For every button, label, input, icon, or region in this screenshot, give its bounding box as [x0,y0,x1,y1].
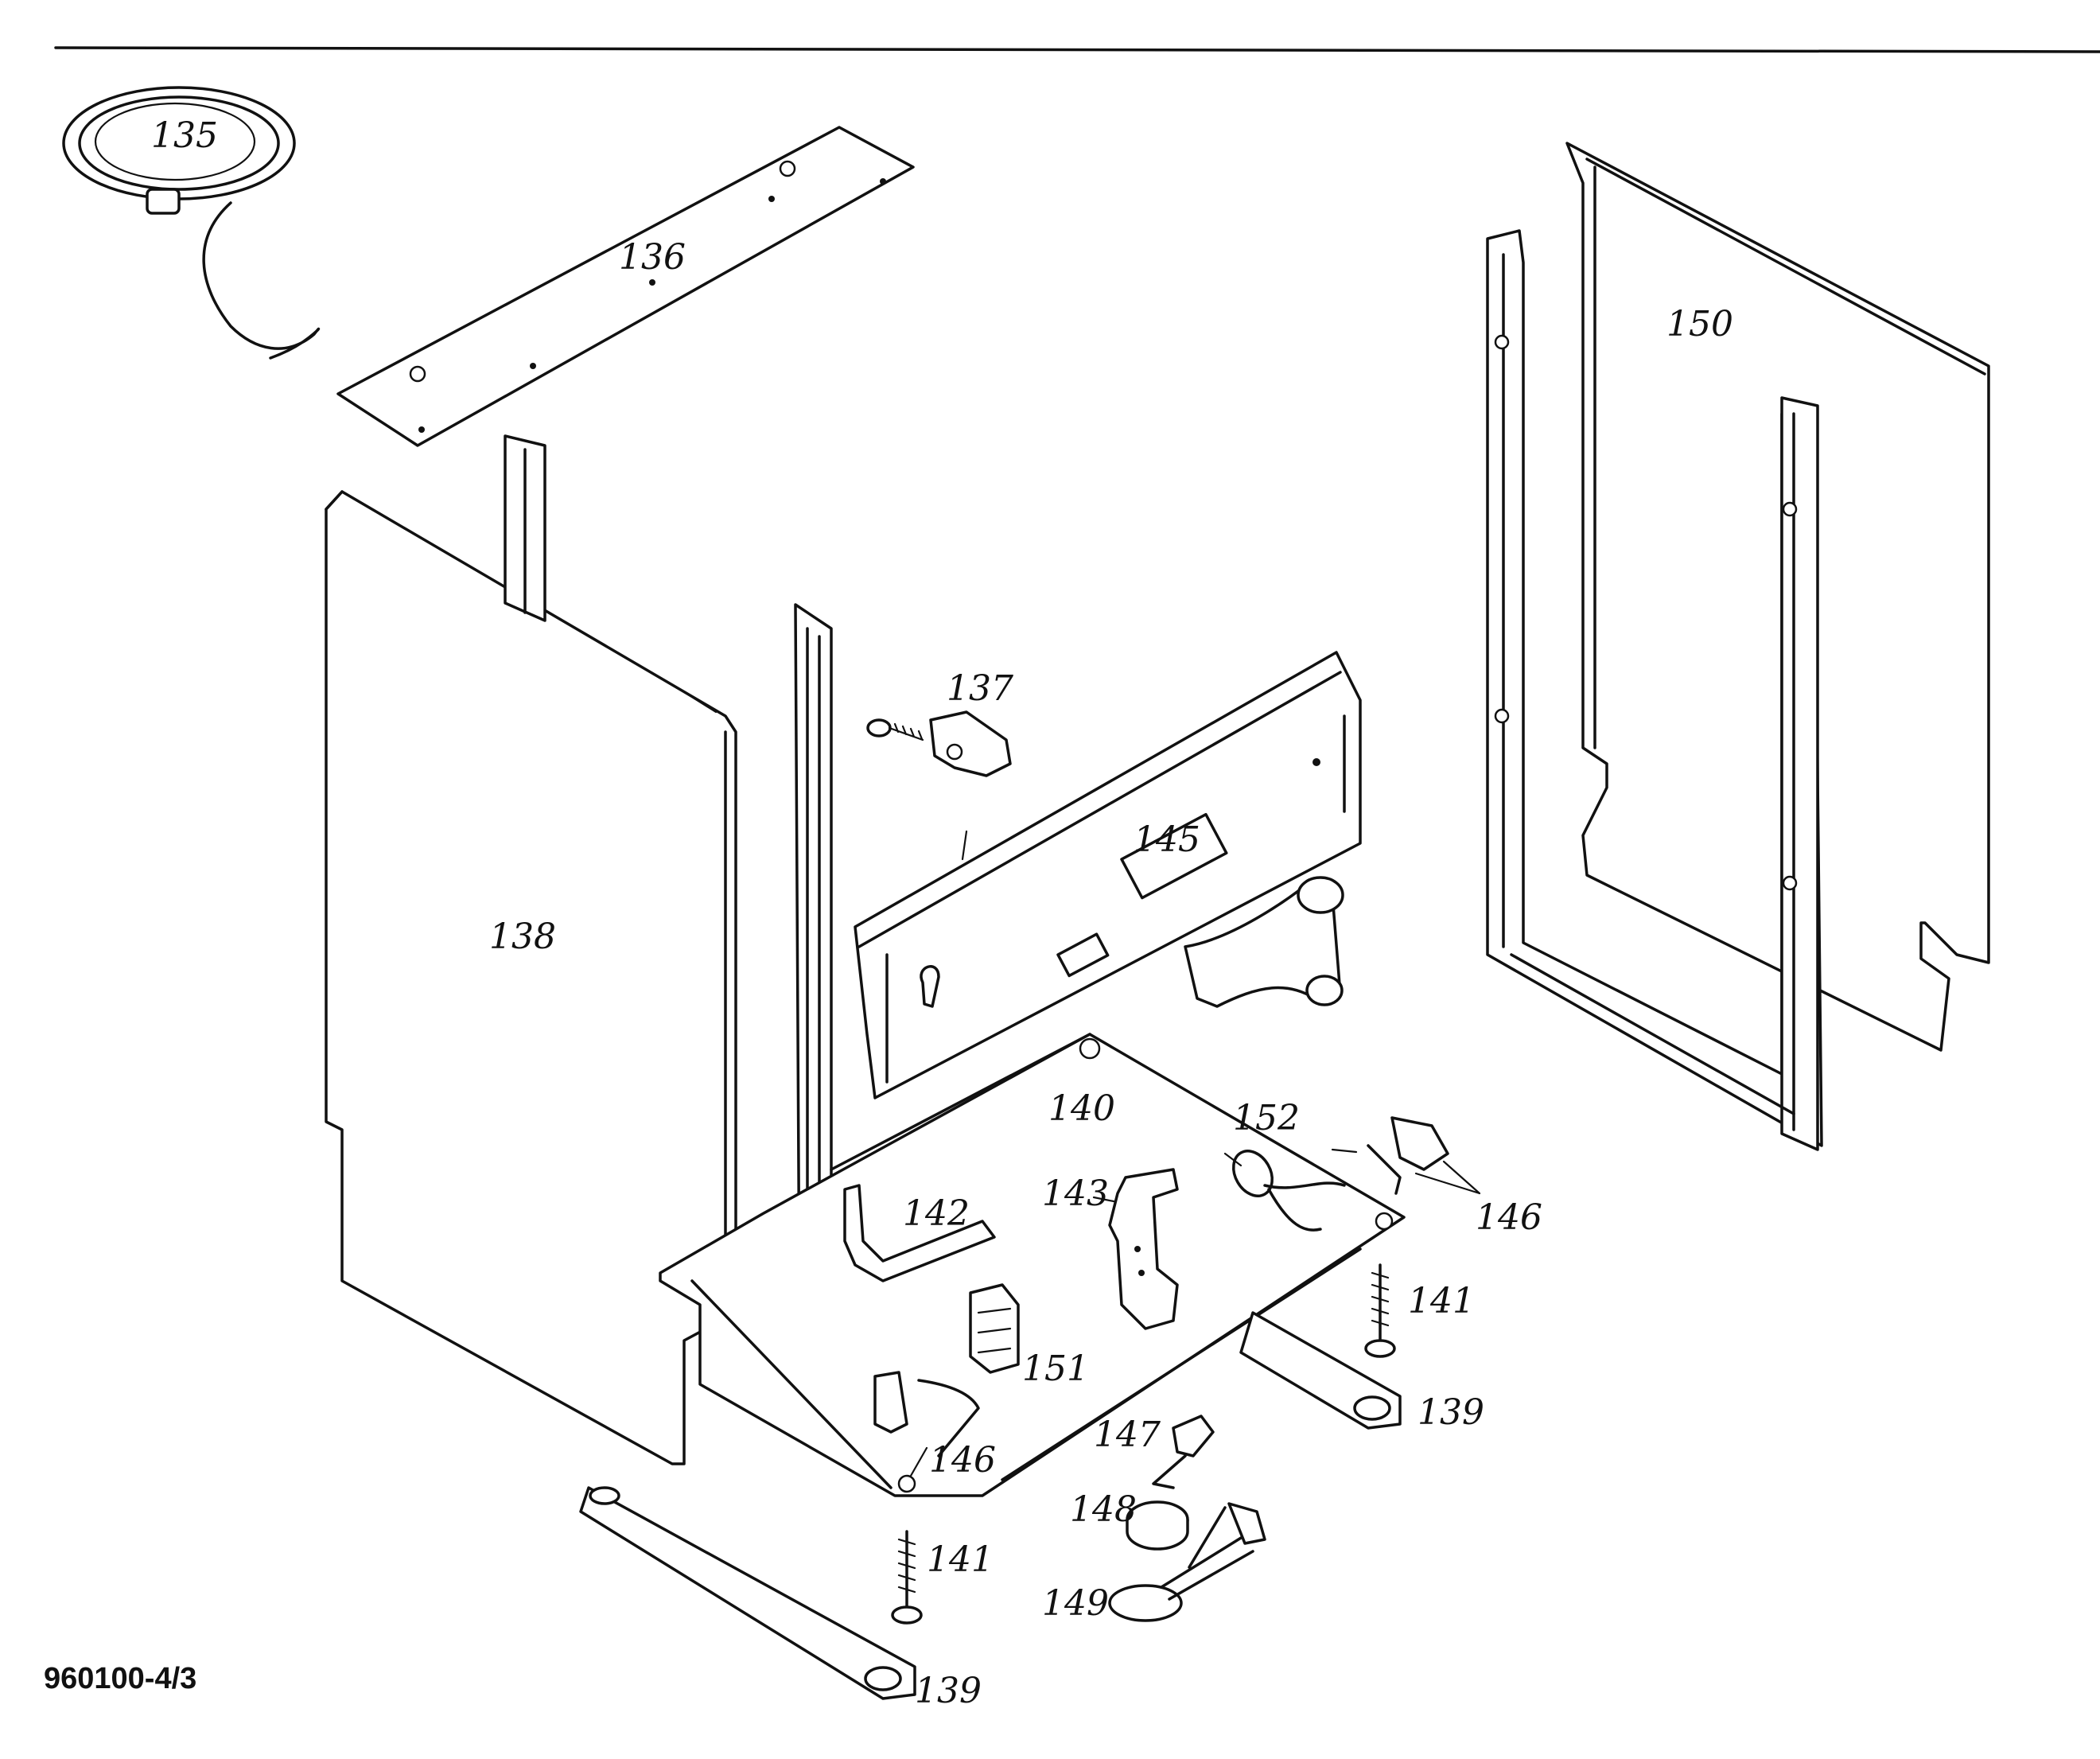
label-146-left: 146 [929,1440,996,1481]
label-151: 151 [1022,1348,1089,1389]
part-136-top-plate [336,126,915,447]
part-135-cable [62,86,321,360]
label-137: 137 [947,668,1013,709]
part-138-side-panel [325,490,737,1465]
part-146-switch-right [1331,1116,1481,1195]
duct-part [1184,876,1344,1008]
drawing-code: 960100-4/3 [44,1662,196,1695]
part-148-cap [1126,1500,1189,1551]
label-138: 138 [489,916,556,957]
label-147: 147 [1094,1415,1161,1455]
label-141-left: 141 [927,1539,994,1580]
part-142-bracket [843,1184,996,1282]
top-rule [54,46,2100,53]
left-rear-post [504,434,546,622]
part-139-rail-right [1239,1311,1402,1430]
label-141-right: 141 [1408,1281,1475,1321]
label-136: 136 [619,237,686,278]
part-150-right-frame [1565,142,1990,1052]
label-152: 152 [1233,1098,1300,1138]
part-151-connector [969,1283,1020,1374]
part-141-foot-left [891,1530,923,1625]
part-141-foot-right [1364,1263,1396,1358]
label-150: 150 [1666,304,1733,344]
label-140: 140 [1048,1088,1115,1129]
part-146-switch-left [873,1371,980,1457]
label-139-right: 139 [1418,1392,1484,1433]
label-146-right: 146 [1476,1197,1542,1238]
part-140-base-frame [659,1033,1406,1497]
part-152-capacitor [1232,1150,1346,1232]
label-149: 149 [1042,1583,1109,1624]
label-135: 135 [151,115,218,156]
right-frame-outer [1486,229,1823,1151]
part-149-float [1108,1502,1266,1622]
label-142: 142 [903,1193,970,1234]
label-143: 143 [1042,1173,1109,1214]
label-145: 145 [1134,819,1200,860]
part-143-bracket [1108,1168,1179,1330]
label-139-left: 139 [915,1671,982,1711]
part-145-rear-panel [854,651,1362,1099]
part-139-rail-left [579,1486,916,1700]
leader-lines [909,830,1242,1477]
label-148: 148 [1070,1489,1137,1530]
part-147-sensor [1152,1415,1215,1489]
part-137-clip [866,710,1012,777]
